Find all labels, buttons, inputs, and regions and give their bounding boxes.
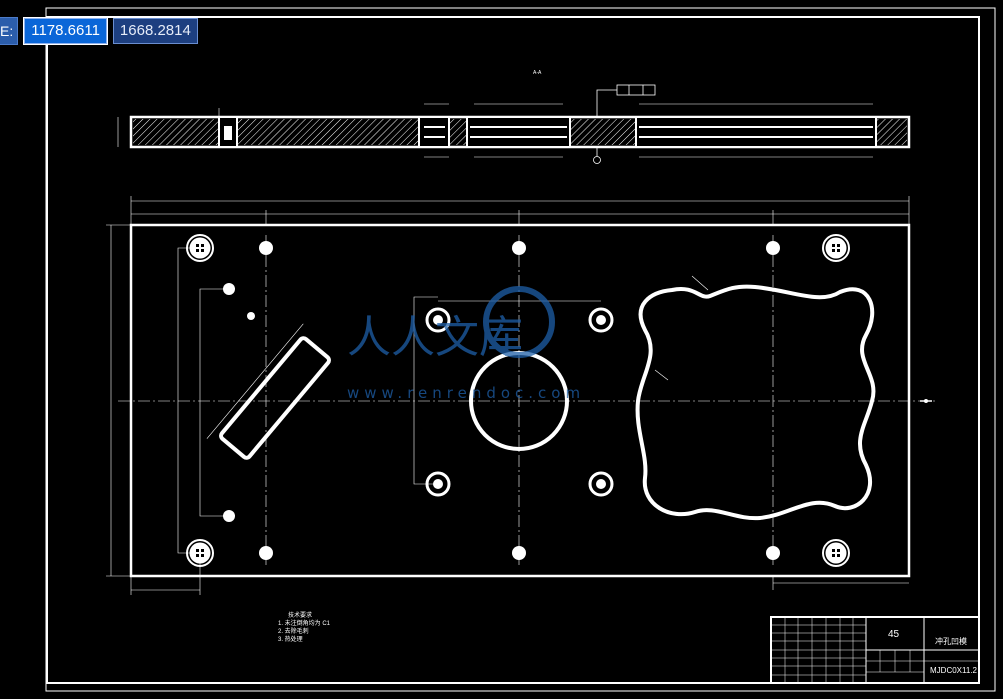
x-coordinate-input[interactable]: 1178.6611 <box>23 17 108 45</box>
tech-requirement-3: 3. 热处理 <box>278 637 303 643</box>
watermark: 人人文库 www.renrendoc.com <box>347 286 585 402</box>
title-block <box>770 616 980 684</box>
plan-view <box>106 196 935 595</box>
tech-requirement-1: 1. 未注倒角均为 C1 <box>278 621 331 627</box>
svg-text:A-A: A-A <box>533 70 542 76</box>
drawing-number-label: MJDC0X11.2 <box>930 666 977 675</box>
watermark-text: 人人文库 <box>347 312 523 363</box>
material-label: 45 <box>888 629 900 640</box>
tech-requirements: 技术要求 1. 未注倒角均为 C1 2. 去除毛刺 3. 热处理 <box>278 612 330 644</box>
y-coordinate-input[interactable]: 1668.2814 <box>112 18 198 44</box>
inner-frame <box>46 16 980 684</box>
coordinate-input-bar: E: 1178.6611 1668.2814 <box>0 17 198 45</box>
tech-requirements-heading: 技术要求 <box>288 613 313 619</box>
watermark-url: www.renrendoc.com <box>347 384 585 402</box>
coordinate-label: E: <box>0 17 19 45</box>
part-name-label: 冲孔凹模 <box>935 637 967 646</box>
tech-requirement-2: 2. 去除毛刺 <box>278 629 309 635</box>
section-view <box>117 84 911 164</box>
